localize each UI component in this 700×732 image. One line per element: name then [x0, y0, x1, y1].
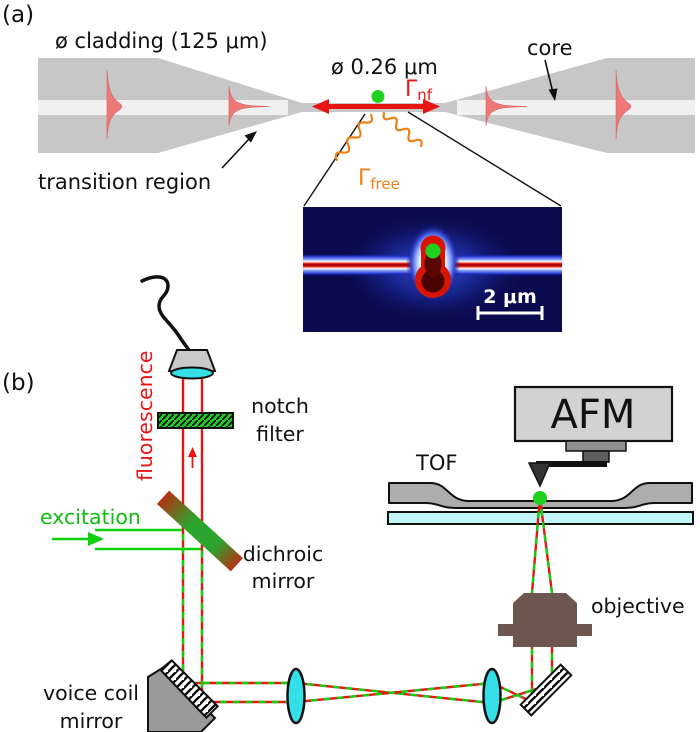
objective-label: objective	[591, 594, 685, 618]
fiber-coupler	[167, 349, 217, 372]
cladding-diameter-label: ø cladding (125 μm)	[55, 29, 268, 53]
voice-coil-mirror-label-line2: mirror	[60, 709, 123, 732]
gamma-free-label: Γfree	[358, 166, 400, 193]
afm-mount	[565, 440, 627, 452]
waist-nf-arrow	[312, 99, 440, 114]
optical-fiber-cable	[140, 275, 192, 354]
coverslip	[387, 511, 694, 525]
inset-emitter-dot	[425, 243, 441, 259]
excitation-beam	[95, 528, 203, 551]
mode-profile-right-transition	[485, 85, 528, 127]
fiber-core-left	[38, 100, 288, 115]
notch-filter-label-line2: filter	[256, 422, 304, 446]
inset-dark-core-mid	[424, 251, 442, 277]
scale-bar-label: 2 μm	[483, 286, 537, 308]
dichroic-mirror-label-line2: mirror	[252, 569, 315, 593]
inset-dark-core-lower	[421, 269, 445, 293]
fluorescence-beam	[181, 379, 204, 538]
relay-lens-2	[482, 667, 502, 725]
fold-mirror	[519, 663, 573, 717]
core-arrow	[544, 59, 558, 101]
dichroic-mirror	[156, 490, 243, 572]
mode-profile-left-transition	[228, 85, 270, 127]
coupler-lens	[170, 366, 214, 380]
inset-simulation: 2 μm	[303, 207, 562, 332]
panel-b: (b) fluorescence excitation notch filter…	[2, 275, 694, 732]
notch-filter-label-line1: notch	[251, 394, 309, 418]
mode-profile-left-slab	[106, 69, 123, 140]
excitation-arrow	[52, 532, 104, 546]
voice-coil-mirror-label-line1: voice coil	[43, 681, 139, 705]
inset-callout-line-right	[407, 111, 562, 207]
emitter-dot	[371, 90, 385, 103]
tof-fiber	[388, 482, 693, 509]
core-label: core	[527, 36, 573, 60]
objective	[498, 593, 592, 647]
emitter-dot-b	[533, 491, 547, 505]
afm-mount-block	[582, 450, 610, 463]
waist-diameter-label: ø 0.26 μm	[331, 55, 438, 79]
excitation-label: excitation	[40, 505, 141, 529]
voice-coil-mirror	[147, 658, 220, 732]
panel-a-label: (a)	[2, 2, 34, 28]
free-space-photon-squiggle-right	[382, 111, 423, 148]
panel-a: 2 μm (a) ø cladding (125 μm) ø 0.26 μm c…	[2, 2, 695, 332]
notch-filter	[157, 412, 234, 429]
fluorescence-direction-arrow	[188, 447, 197, 468]
afm-cantilever	[536, 461, 607, 467]
afm-label: AFM	[551, 392, 636, 438]
fiber-core-right	[457, 100, 695, 115]
afm-head	[513, 385, 674, 488]
fluorescence-label: fluorescence	[133, 351, 157, 481]
transition-region-arrow	[221, 131, 257, 169]
dichroic-mirror-label-line1: dichroic	[243, 542, 323, 566]
relay-lens-1	[286, 667, 306, 725]
afm-tip	[527, 462, 552, 488]
free-space-photon-squiggle-left	[334, 113, 374, 162]
transition-region-label: transition region	[38, 170, 211, 194]
mode-profile-right-slab	[615, 69, 632, 140]
scale-bar	[476, 306, 544, 320]
inset-callout-line-left	[303, 113, 366, 207]
tof-label: TOF	[415, 451, 457, 475]
gamma-nf-label: Γnf	[405, 77, 433, 104]
panel-b-label: (b)	[2, 370, 35, 396]
